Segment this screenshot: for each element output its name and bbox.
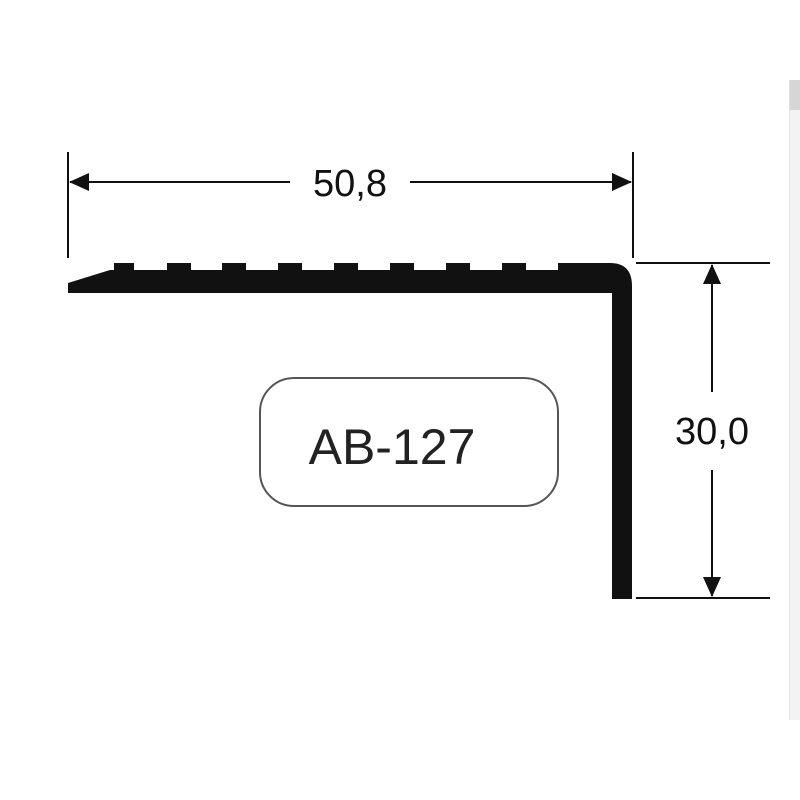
width-dimension-label: 50,8 (313, 163, 387, 205)
profile-code-box (259, 377, 559, 507)
profile-code-label: AB-127 (309, 419, 476, 475)
scrollbar-track[interactable] (789, 80, 800, 720)
scrollbar-thumb[interactable] (790, 80, 800, 110)
height-dimension-label: 30,0 (675, 411, 749, 453)
